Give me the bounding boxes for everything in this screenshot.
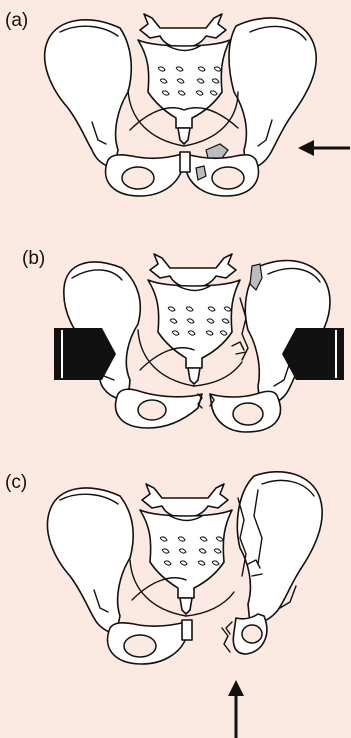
panel-a-pelvis [45, 14, 350, 196]
left-ilium [45, 20, 132, 168]
left-ilium [47, 488, 133, 634]
fracture-highlight-a-upper [206, 144, 228, 158]
right-ilium [237, 472, 322, 624]
sacrum [140, 14, 226, 48]
panel-b-pelvis [54, 254, 344, 432]
arrow-up-icon [228, 680, 244, 738]
panel-c-pelvis [47, 472, 322, 738]
arrow-left-icon [298, 140, 350, 156]
